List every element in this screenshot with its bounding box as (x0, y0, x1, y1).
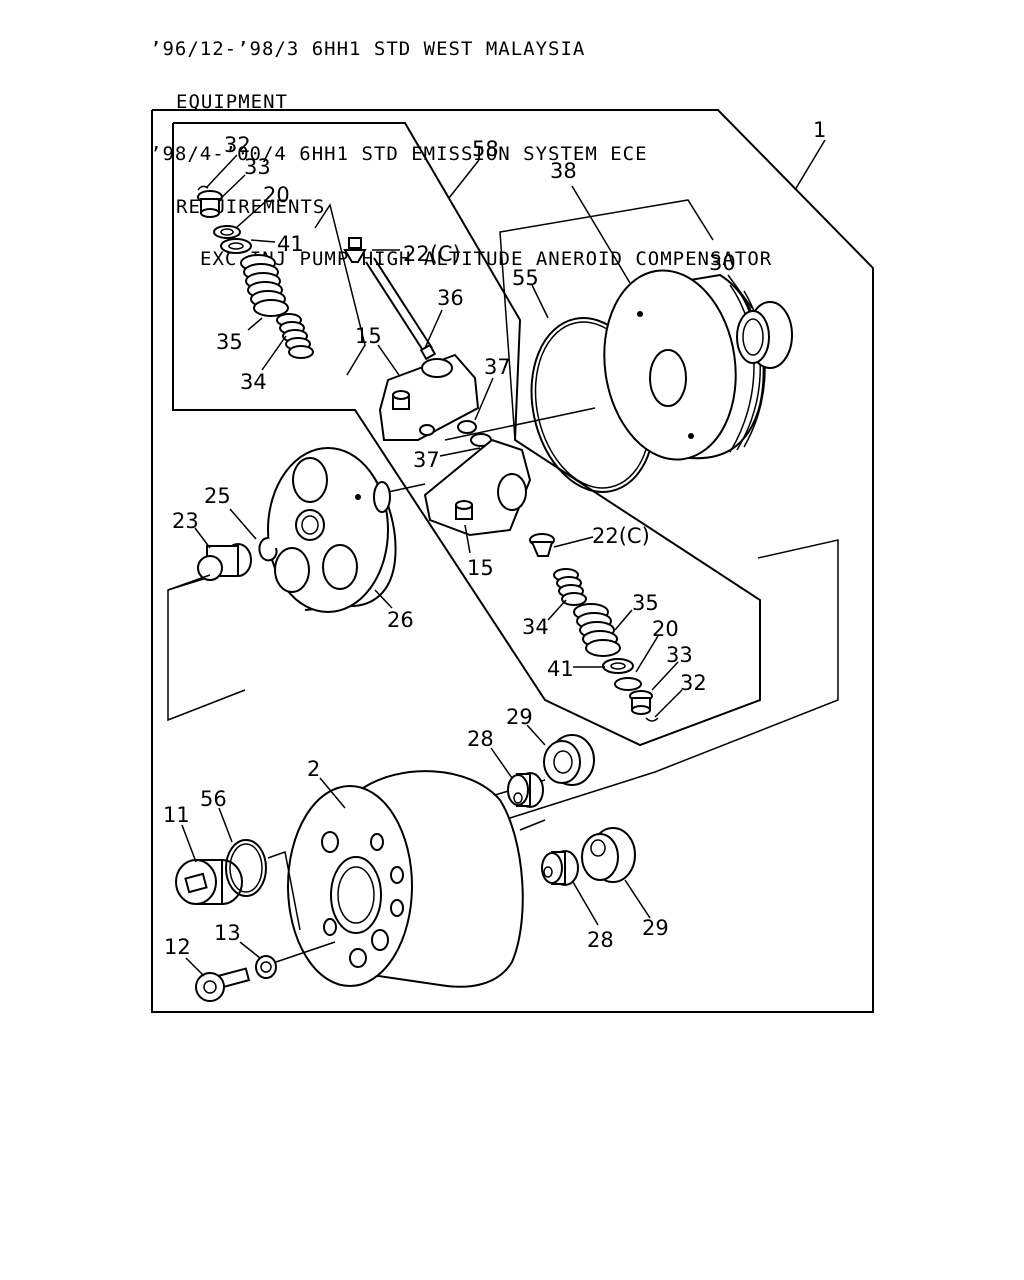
callout-33-lower: 33 (666, 643, 693, 667)
callout-58: 58 (472, 137, 499, 161)
housing-2 (287, 770, 524, 988)
valve-22c-upper (343, 237, 367, 263)
header-line-1: ’96/12-’98/3 6HH1 STD WEST MALAYSIA (150, 38, 586, 60)
washer-20-upper-hole (220, 228, 234, 236)
washer-20-upper (213, 225, 241, 239)
assembly-frame (151, 109, 874, 1013)
callout-33-upper: 33 (244, 155, 271, 179)
callout-22c-lower: 22(C) (592, 524, 650, 548)
callout-26: 26 (387, 608, 414, 632)
plug-28-lower (541, 850, 579, 886)
block-15-lower (423, 438, 532, 537)
callout-37-lower: 37 (413, 448, 440, 472)
rod-36-tip (419, 343, 437, 361)
spring-35-upper (240, 254, 289, 317)
rod-36-edge-a (365, 261, 425, 353)
callout-29-upper: 29 (506, 705, 533, 729)
callout-15-lower: 15 (467, 556, 494, 580)
callout-35-upper: 35 (216, 330, 243, 354)
header-line-2: EQUIPMENT (176, 90, 288, 113)
disc-26 (267, 447, 397, 613)
disc-26-hole (355, 494, 361, 500)
washer-13 (255, 955, 277, 979)
cover-38 (603, 269, 766, 461)
washer-41-upper (220, 238, 252, 254)
o-ring-56 (225, 839, 267, 897)
plug-29-lower (581, 827, 636, 883)
header-line-3: ’98/4-’00/4 6HH1 STD EMISSION SYSTEM ECE (150, 143, 648, 165)
block-15-upper (378, 353, 480, 441)
bolt-axis (275, 941, 336, 963)
leader-lines (181, 139, 826, 977)
callout-34-upper: 34 (240, 370, 267, 394)
plug-29-upper (543, 734, 595, 786)
callout-22c-upper: 22(C) (403, 242, 461, 266)
plug-11-leader (267, 851, 301, 931)
spring-34-upper (276, 313, 314, 359)
callout-41-lower: 41 (547, 657, 574, 681)
plug-28-upper (507, 772, 544, 808)
callout-41-upper: 41 (277, 232, 304, 256)
callout-34-lower: 34 (522, 615, 549, 639)
housing-leader-b (519, 819, 546, 831)
callout-25: 25 (204, 484, 231, 508)
lower-right-bracket (509, 539, 839, 819)
callout-30: 30 (709, 251, 736, 275)
spring-35-lower (573, 603, 621, 657)
washer-41-lower (602, 658, 634, 674)
callout-37-upper: 37 (484, 355, 511, 379)
seal-30 (736, 301, 793, 369)
plug-23 (197, 543, 252, 581)
callout-11: 11 (163, 803, 190, 827)
o-ring-56-inner (229, 843, 263, 893)
center-axis (444, 407, 596, 441)
washer-41-lower-hole (610, 662, 626, 670)
callout-28-upper: 28 (467, 727, 494, 751)
valve-22c-lower (529, 533, 555, 557)
callout-13: 13 (214, 921, 241, 945)
callout-55: 55 (512, 266, 539, 290)
plug-23-leader (167, 574, 211, 591)
spring-34-lower (553, 568, 587, 606)
callout-32-lower: 32 (680, 671, 707, 695)
callout-29-lower: 29 (642, 916, 669, 940)
callout-20-lower: 20 (652, 617, 679, 641)
plug-11 (175, 859, 243, 905)
callout-2: 2 (307, 757, 320, 781)
callout-1: 1 (813, 118, 826, 142)
callout-20-upper: 20 (263, 183, 290, 207)
rod-36-edge-b (373, 257, 433, 349)
cap-33-lower (629, 690, 653, 715)
upper-axis-bracket (314, 203, 366, 376)
snap-ring-25 (258, 537, 278, 562)
callout-36: 36 (437, 286, 464, 310)
group-30-38-bracket (499, 199, 714, 441)
callout-12: 12 (164, 935, 191, 959)
callout-38: 38 (550, 159, 577, 183)
callout-56: 56 (200, 787, 227, 811)
washer-20-lower (614, 677, 642, 691)
callout-35-lower: 35 (632, 591, 659, 615)
callout-15-upper: 15 (355, 324, 382, 348)
callout-28-lower: 28 (587, 928, 614, 952)
center-axis-b (387, 483, 426, 493)
ring-37-a (457, 420, 477, 434)
washer-41-upper-hole (228, 242, 244, 250)
cap-33-upper (197, 190, 223, 218)
cover-38-bolt-hole-1 (637, 311, 643, 317)
cover-38-bolt-hole-2 (688, 433, 694, 439)
clip-32-lower (645, 717, 659, 722)
callout-23: 23 (172, 509, 199, 533)
callout-32-upper: 32 (224, 133, 251, 157)
bolt-12 (195, 967, 251, 1002)
diagram-header: ’96/12-’98/3 6HH1 STD WEST MALAYSIA EQUI… (150, 6, 772, 286)
washer-13-hole (260, 961, 272, 973)
subassembly-58-outline (172, 122, 761, 747)
left-bracket (167, 575, 246, 722)
